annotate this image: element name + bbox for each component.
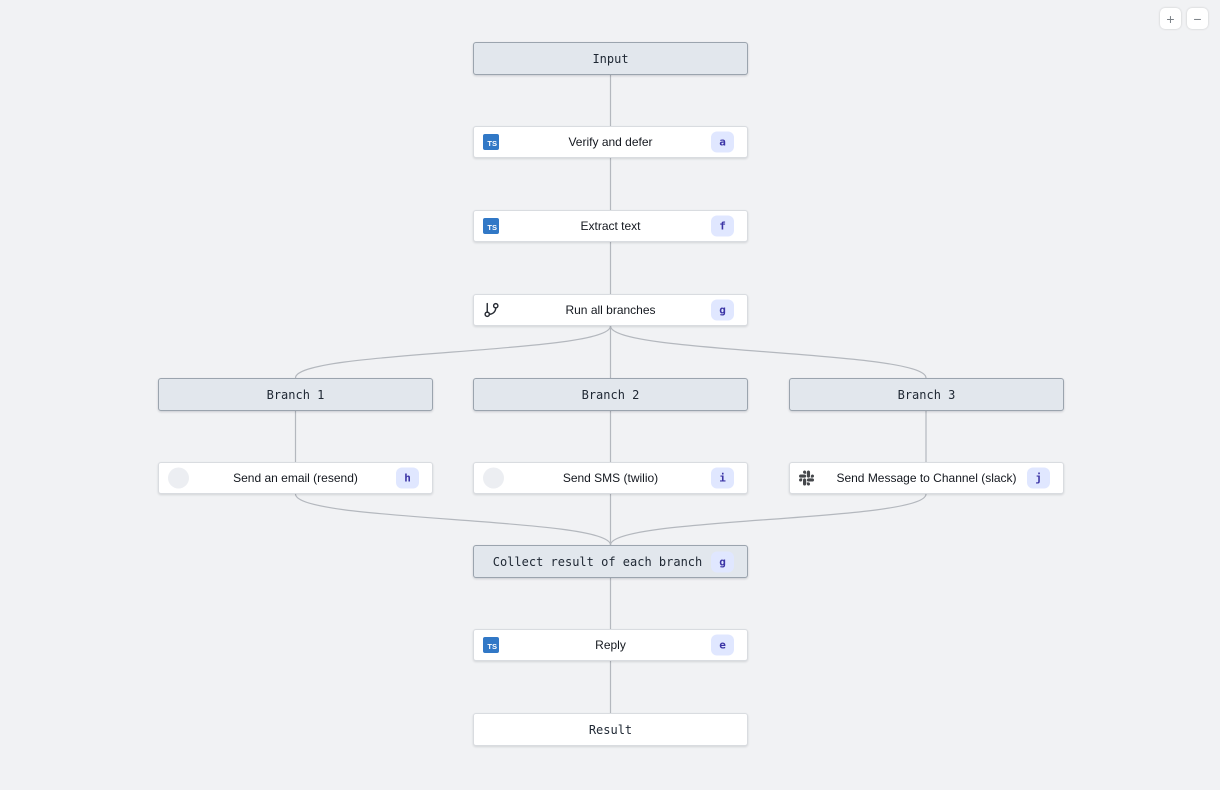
node-input[interactable]: Input — [473, 42, 748, 75]
edge-email-collect — [294, 493, 612, 546]
node-send-email-resend[interactable]: Send an email (resend) h — [158, 462, 433, 494]
edge-slack-collect — [609, 493, 927, 546]
shortcut-badge: g — [711, 299, 734, 321]
shortcut-badge: a — [711, 131, 734, 153]
typescript-icon: TS — [483, 637, 499, 653]
zoom-controls: + − — [1160, 8, 1208, 29]
node-label: Input — [592, 51, 629, 66]
shortcut-badge: g — [711, 551, 734, 572]
node-branch-1[interactable]: Branch 1 — [158, 378, 433, 411]
node-extract-text[interactable]: TS Extract text f — [473, 210, 748, 242]
shortcut-badge: e — [711, 634, 734, 656]
node-label: Branch 1 — [266, 387, 325, 402]
node-label: Branch 3 — [897, 387, 956, 402]
node-branch-2[interactable]: Branch 2 — [473, 378, 748, 411]
node-send-sms-twilio[interactable]: Send SMS (twilio) i — [473, 462, 748, 494]
node-label: Branch 2 — [581, 387, 640, 402]
node-label: Send Message to Channel (slack) — [836, 471, 1017, 485]
git-branch-icon — [483, 302, 500, 319]
zoom-out-button[interactable]: − — [1187, 8, 1208, 29]
node-label: Send SMS (twilio) — [562, 471, 659, 485]
node-label: Run all branches — [565, 303, 656, 317]
node-verify-and-defer[interactable]: TS Verify and defer a — [473, 126, 748, 158]
shortcut-badge: i — [711, 467, 734, 489]
node-label: Reply — [595, 638, 626, 652]
node-label: Result — [588, 722, 633, 737]
twilio-icon — [483, 467, 504, 489]
shortcut-badge: j — [1027, 467, 1050, 489]
node-send-message-slack[interactable]: Send Message to Channel (slack) j — [789, 462, 1064, 494]
zoom-in-button[interactable]: + — [1160, 8, 1181, 29]
node-reply[interactable]: TS Reply e — [473, 629, 748, 661]
node-run-all-branches[interactable]: Run all branches g — [473, 294, 748, 326]
resend-icon — [168, 467, 189, 489]
typescript-icon: TS — [483, 134, 499, 150]
node-label: Verify and defer — [568, 135, 653, 149]
node-result[interactable]: Result — [473, 713, 748, 746]
edge-runall-branch3 — [609, 325, 927, 379]
slack-icon — [799, 470, 814, 486]
node-label: Send an email (resend) — [233, 471, 358, 485]
edge-runall-branch1 — [294, 325, 612, 379]
node-label: Collect result of each branch — [492, 554, 703, 569]
node-branch-3[interactable]: Branch 3 — [789, 378, 1064, 411]
shortcut-badge: h — [396, 467, 419, 489]
node-collect-result[interactable]: Collect result of each branch g — [473, 545, 748, 578]
node-label: Extract text — [580, 219, 641, 233]
typescript-icon: TS — [483, 218, 499, 234]
shortcut-badge: f — [711, 215, 734, 237]
